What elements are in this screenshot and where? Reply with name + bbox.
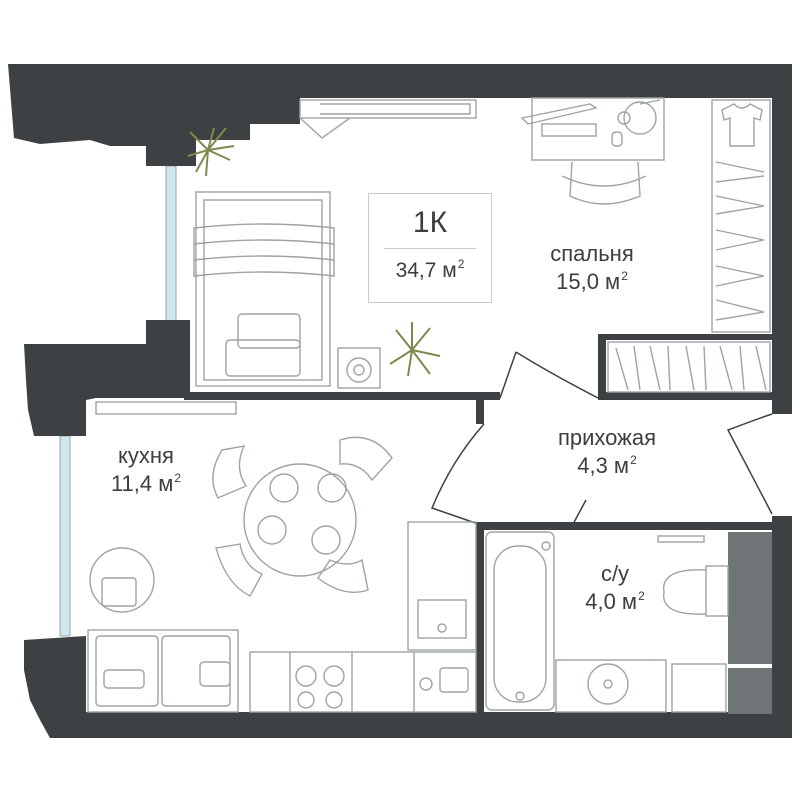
kitchen-window	[59, 435, 71, 637]
bedroom-left-wall	[184, 124, 196, 166]
kitchen-units	[249, 521, 477, 713]
right-wall-lower	[772, 516, 792, 738]
room-area: 4,0 м2	[560, 588, 670, 616]
room-area: 11,4 м2	[86, 470, 206, 498]
wardrobe-wall-v	[598, 334, 606, 400]
furniture	[87, 97, 771, 713]
bedroom-door	[499, 351, 599, 399]
kitchen-bath-stub	[476, 400, 484, 424]
apartment-badge: 1К 34,7 м2	[368, 193, 492, 303]
total-area-value: 34,7 м	[395, 259, 457, 282]
bath-left-wall	[476, 526, 484, 714]
right-wall-upper	[772, 64, 792, 414]
apartment-type: 1К	[412, 206, 448, 239]
room-label-kitchen: кухня 11,4 м2	[86, 442, 206, 497]
radiator-detail	[299, 103, 471, 139]
bottom-wall	[50, 712, 792, 738]
vent-shaft-2	[728, 668, 772, 714]
left-wall-middle	[24, 320, 190, 436]
wardrobe	[711, 99, 771, 333]
desk	[520, 97, 665, 205]
badge-divider	[384, 248, 476, 249]
room-area: 15,0 м2	[522, 268, 662, 296]
total-area: 34,7 м2	[369, 257, 491, 283]
room-area-value: 4,3 м	[577, 452, 630, 478]
bathroom-door-2	[571, 499, 587, 527]
room-label-bathroom: с/у 4,0 м2	[560, 560, 670, 615]
room-label-bedroom: спальня 15,0 м2	[522, 240, 662, 295]
bathtub	[485, 531, 555, 711]
room-name: прихожая	[557, 425, 657, 450]
walls	[8, 64, 792, 738]
dining-table	[212, 436, 393, 597]
room-area-value: 11,4 м	[110, 470, 174, 496]
top-left-wall	[8, 64, 300, 166]
sofa	[87, 629, 239, 713]
bath-top-wall	[476, 522, 772, 530]
room-area: 4,3 м2	[532, 452, 682, 480]
unit-power: 2	[457, 257, 465, 271]
bedroom-radiator	[299, 99, 477, 119]
bathroom-door	[431, 423, 485, 527]
sink	[555, 659, 727, 713]
room-name: кухня	[118, 443, 174, 468]
wardrobe-wall-h	[598, 334, 774, 340]
hall-wardrobe	[607, 341, 771, 393]
unit-power: 2	[174, 470, 182, 485]
doors	[431, 351, 773, 527]
top-wall	[296, 64, 792, 98]
hall-wall-stub	[598, 392, 778, 400]
left-wall-lower	[24, 636, 86, 738]
room-name: спальня	[550, 241, 634, 266]
plants	[187, 127, 441, 377]
toilet	[657, 535, 729, 617]
room-name: с/у	[600, 561, 630, 586]
room-label-hallway: прихожая 4,3 м2	[532, 424, 682, 479]
room-area-value: 4,0 м	[585, 588, 638, 614]
bed	[193, 191, 335, 387]
vent-shaft-1	[728, 532, 772, 664]
unit-power: 2	[638, 588, 645, 603]
washing-machine	[337, 347, 381, 389]
armchair	[89, 547, 155, 613]
bedroom-window	[165, 165, 177, 323]
bedroom-kitchen-wall	[184, 392, 500, 400]
entrance-door	[726, 413, 773, 515]
plant-bedroom-bottom	[389, 322, 441, 377]
plant-bedroom-top	[187, 127, 235, 177]
unit-power: 2	[630, 452, 637, 467]
kitchen-radiator	[95, 401, 237, 415]
room-area-value: 15,0 м	[556, 268, 621, 294]
unit-power: 2	[621, 268, 628, 283]
